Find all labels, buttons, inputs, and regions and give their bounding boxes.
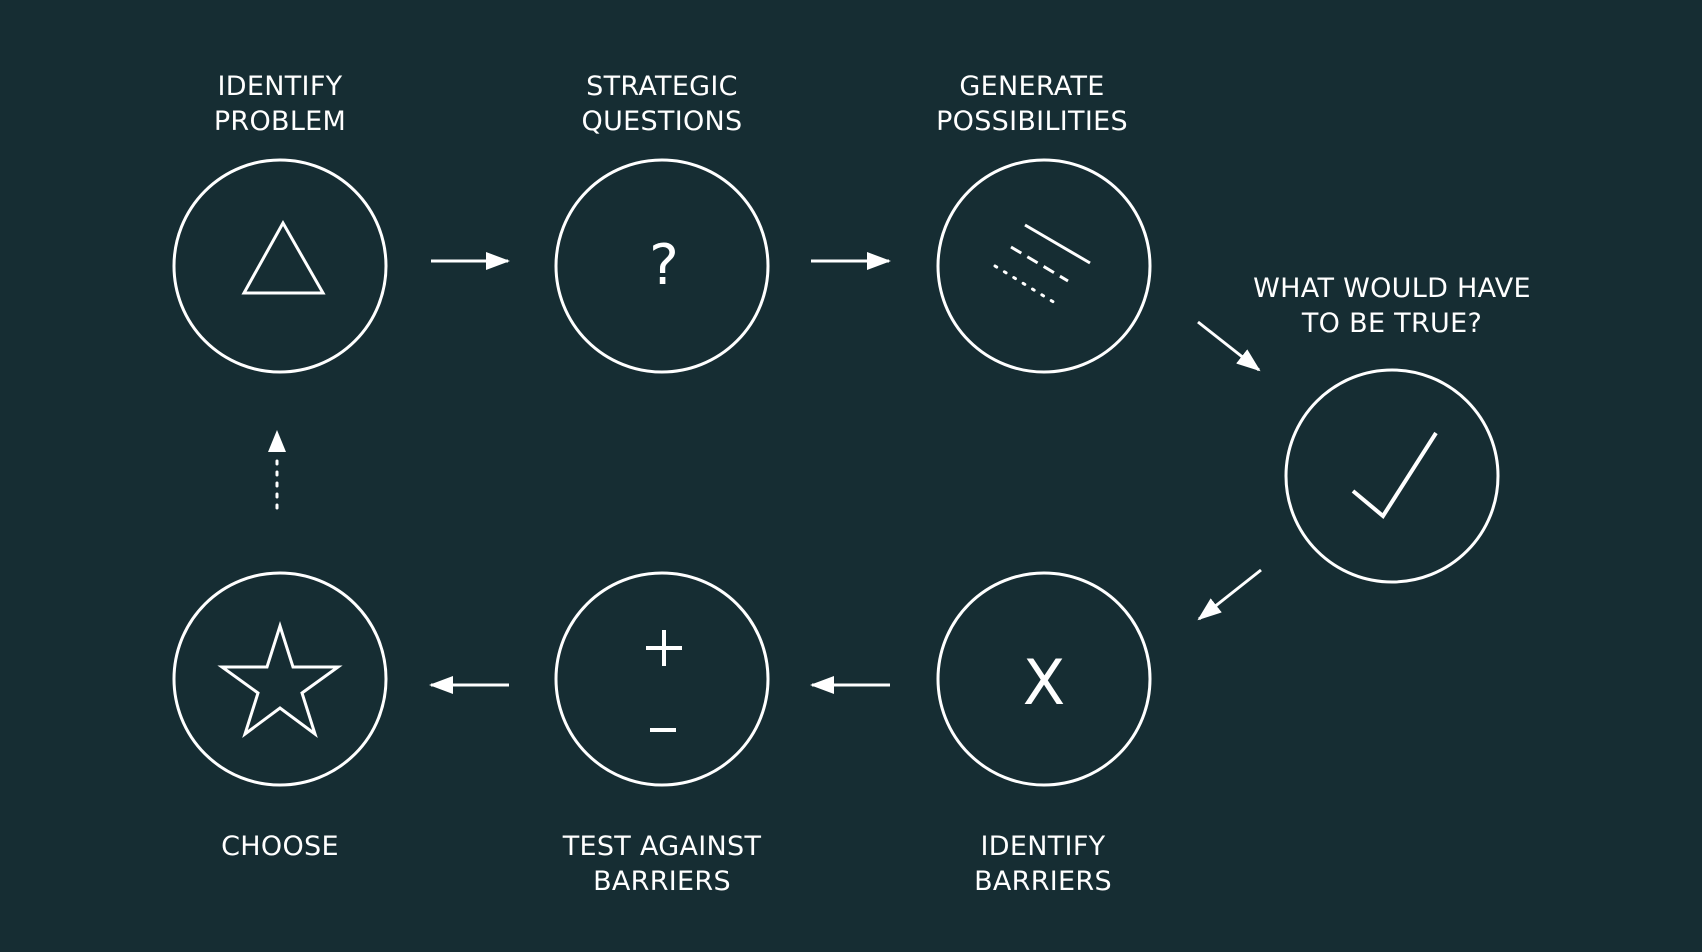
x-icon: X bbox=[1023, 646, 1065, 719]
label-identify-barriers: IDENTIFY BARRIERS bbox=[974, 831, 1112, 897]
star-icon bbox=[217, 621, 343, 738]
arrow-choose-to-identify-dotted bbox=[268, 430, 286, 510]
label-choose: CHOOSE bbox=[221, 831, 339, 862]
triangle-icon bbox=[241, 219, 326, 295]
step-circle-choose bbox=[172, 571, 388, 787]
question-mark-icon: ? bbox=[649, 233, 679, 298]
step-circle-strategic-questions bbox=[554, 158, 770, 374]
label-generate-possibilities: GENERATE POSSIBILITIES bbox=[936, 71, 1128, 137]
arrow-true-to-barriers bbox=[1197, 568, 1262, 621]
lines-icon bbox=[993, 223, 1091, 308]
label-test-against-barriers: TEST AGAINST BARRIERS bbox=[562, 831, 762, 897]
plus-minus-icon bbox=[646, 630, 682, 732]
step-circle-generate-possibilities bbox=[936, 158, 1152, 374]
step-circle-test-against-barriers bbox=[554, 571, 770, 787]
x-glyph: X bbox=[1023, 646, 1065, 719]
label-what-would-have-to-be-true: WHAT WOULD HAVE TO BE TRUE? bbox=[1253, 273, 1531, 339]
question-mark-glyph: ? bbox=[649, 233, 679, 298]
label-strategic-questions: STRATEGIC QUESTIONS bbox=[581, 71, 743, 137]
step-circle-identify-problem bbox=[172, 158, 388, 374]
arrow-possibilities-to-true bbox=[1197, 320, 1261, 372]
checkmark-icon bbox=[1351, 431, 1438, 519]
step-circle-what-would-have-to-be-true bbox=[1284, 368, 1500, 584]
label-identify-problem: IDENTIFY PROBLEM bbox=[213, 71, 347, 137]
step-circle-identify-barriers bbox=[936, 571, 1152, 787]
